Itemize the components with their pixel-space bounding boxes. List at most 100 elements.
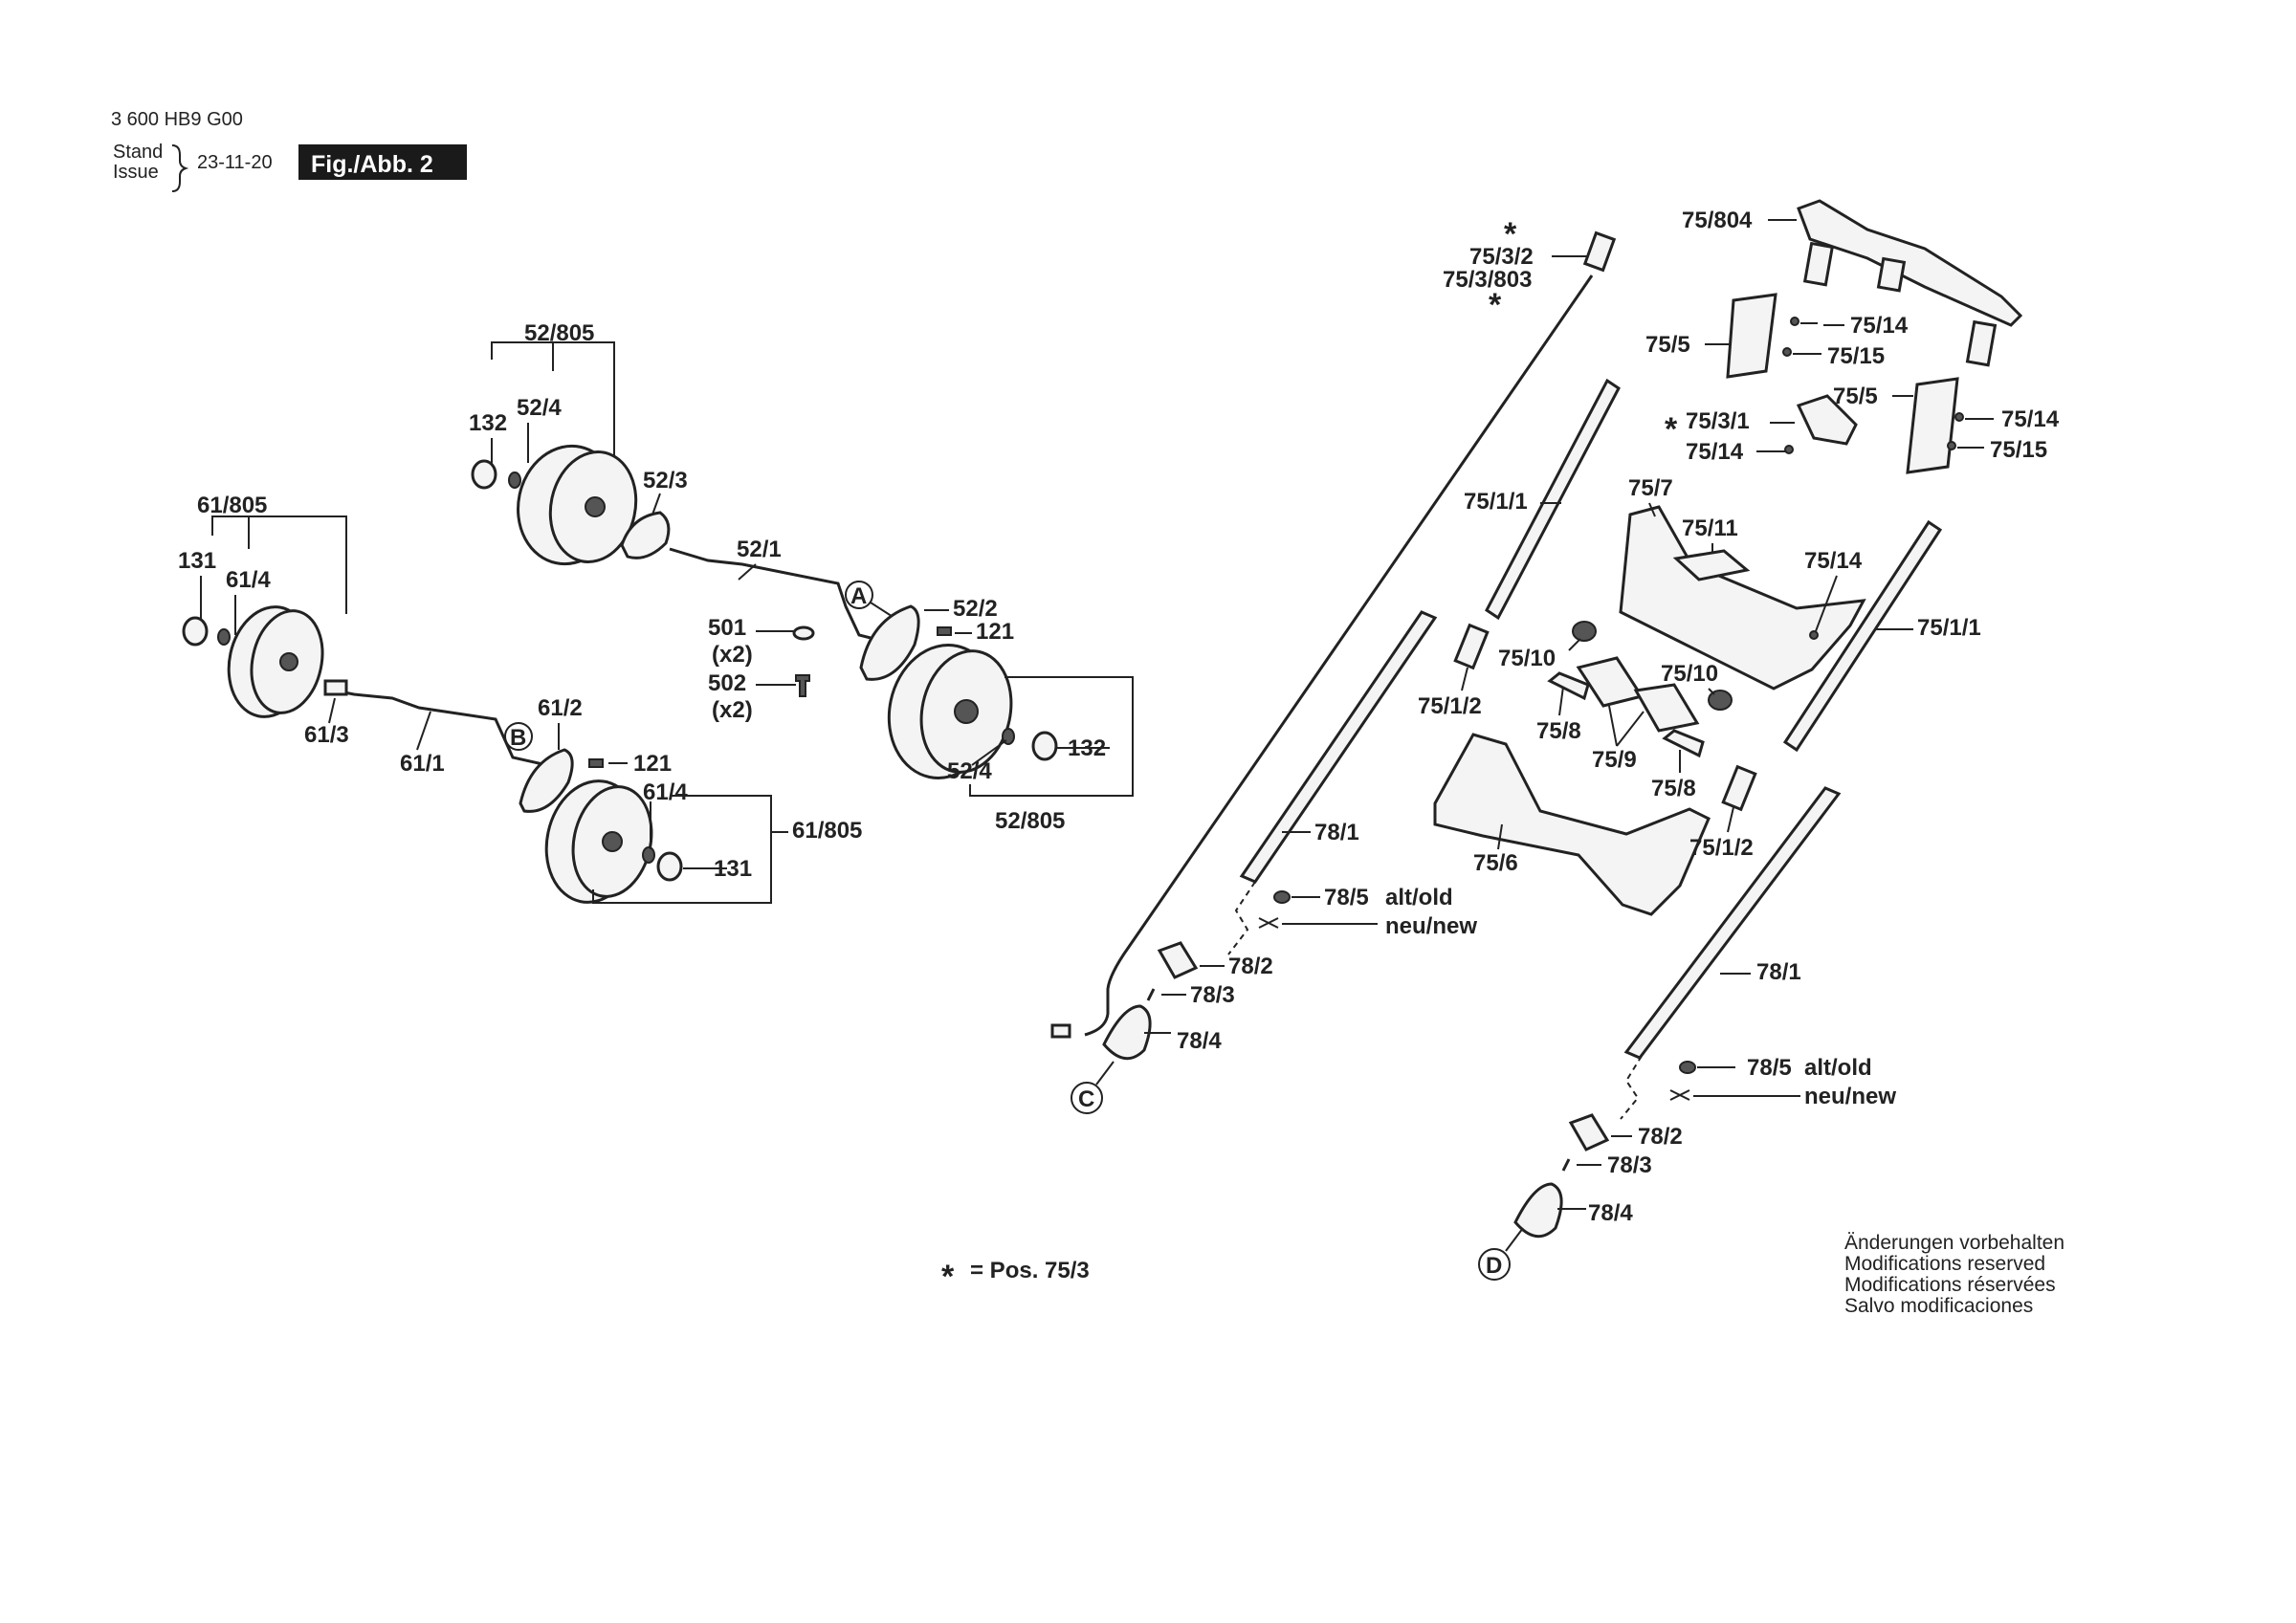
part-label-75-5-right: 75/5	[1833, 384, 1878, 409]
part-label-75-3-803: 75/3/803	[1443, 267, 1532, 293]
leader-line	[1708, 688, 1715, 695]
dashed-line	[1620, 1055, 1643, 1120]
tube-clamp	[1721, 764, 1757, 812]
spring	[1708, 690, 1733, 711]
pin	[1146, 988, 1156, 1001]
leader-line	[1815, 575, 1838, 632]
washer	[642, 846, 655, 864]
end-cap-insert	[1568, 1113, 1610, 1151]
wheel-bracket	[859, 604, 920, 681]
locking-lever	[1633, 683, 1700, 733]
washer	[792, 625, 815, 641]
leader-line	[328, 697, 336, 724]
part-label-502: 502	[708, 670, 746, 696]
leader-line	[1608, 705, 1645, 747]
part-label-75-5-left: 75/5	[1645, 332, 1690, 358]
handle-tube	[1782, 519, 1943, 753]
header-block: 3 600 HB9 G00 Stand Issue 23-11-20 Fig./…	[111, 109, 467, 192]
part-label-75-15-a: 75/15	[1827, 343, 1885, 369]
part-label-132: 132	[469, 410, 507, 436]
part-label-75-9: 75/9	[1592, 747, 1637, 773]
part-label-75-1-1-left: 75/1/1	[1464, 489, 1528, 515]
leader-line	[1727, 806, 1734, 833]
star-marker: *	[1504, 216, 1517, 252]
part-qty-502: (x2)	[712, 697, 753, 723]
modifications-note: Änderungen vorbehalten Modifications res…	[1844, 1232, 2064, 1317]
switch-housing	[1796, 394, 1858, 446]
wheel-hub	[954, 699, 979, 724]
part-label-75-15-b: 75/15	[1990, 437, 2047, 463]
wheel-hub	[279, 652, 298, 671]
end-cap	[1513, 1182, 1563, 1239]
leader-line	[416, 711, 431, 751]
leader-line	[651, 493, 661, 515]
callout-d: D	[1486, 1253, 1502, 1279]
part-label-52-2: 52/2	[953, 596, 998, 622]
star-marker: *	[1489, 287, 1502, 323]
modifications-line-de: Änderungen vorbehalten	[1844, 1232, 2064, 1254]
screw	[1784, 445, 1794, 454]
part-label-52-4: 52/4	[517, 395, 562, 421]
handle-frame	[1619, 505, 1866, 691]
alt-old-label-left: alt/old	[1385, 885, 1453, 910]
handle-tubes: 75/1/1 75/7 75/11 75/14 75/1/1 75/10 75/…	[1102, 378, 1981, 1281]
handle-sleeve	[1726, 293, 1777, 379]
part-label-75-14-c: 75/14	[1686, 439, 1744, 465]
handle-clip	[1802, 241, 1835, 287]
cable-plug	[1582, 230, 1617, 273]
cable-cover	[1672, 549, 1751, 581]
hub-cap	[1031, 731, 1058, 761]
callout-circle-a	[845, 581, 873, 609]
new-screw-icon	[1669, 1089, 1690, 1101]
part-label-501: 501	[708, 615, 746, 641]
part-label-121-a: 121	[976, 619, 1014, 645]
screw	[1954, 412, 1964, 422]
hub-cap	[471, 459, 497, 490]
screw	[1273, 890, 1291, 904]
handle-base-frame	[1433, 733, 1711, 916]
screw	[1790, 317, 1799, 326]
leader-line	[738, 563, 757, 581]
hub-cap	[182, 616, 209, 647]
leader-line	[1095, 1061, 1115, 1086]
screw	[588, 758, 604, 768]
figure-badge	[298, 144, 467, 180]
footnote-text: = Pos. 75/3	[970, 1258, 1090, 1283]
footnote-star: *	[941, 1259, 955, 1295]
leader-line	[971, 739, 1007, 766]
part-label-52-805: 52/805	[524, 320, 594, 346]
neu-new-label-right: neu/new	[1804, 1084, 1896, 1109]
handle-clip	[1965, 319, 1998, 367]
part-label-61-805-right: 61/805	[792, 818, 862, 844]
part-label-75-14-a: 75/14	[1850, 313, 1909, 339]
modifications-line-en: Modifications reserved	[1844, 1253, 2045, 1275]
locking-lever	[1576, 656, 1645, 708]
leader-line	[1497, 823, 1503, 850]
part-label-75-8-right: 75/8	[1651, 776, 1696, 801]
part-label-75-3-1: 75/3/1	[1686, 408, 1750, 434]
part-label-75-1-1-right: 75/1/1	[1917, 615, 1981, 641]
part-label-75-6: 75/6	[1473, 850, 1518, 876]
part-label-52-3: 52/3	[643, 468, 688, 493]
callout-circle-d	[1478, 1248, 1511, 1281]
leader-line	[1461, 667, 1468, 691]
part-label-78-4-left: 78/4	[1177, 1028, 1222, 1054]
cable-assembly: * 75/3/2 75/3/803 * C	[1050, 216, 1617, 1114]
screw	[937, 626, 952, 636]
star-marker: *	[1665, 411, 1678, 448]
screw	[1809, 630, 1819, 640]
part-label-52-4-bottom: 52/4	[947, 758, 992, 784]
handle-upper-assembly: 75/804 75/5 75/14 75/15 75/5 75/14 75/15…	[1645, 199, 2060, 474]
handle-clip	[1876, 256, 1907, 293]
bracket-line	[211, 515, 347, 614]
wheel-bracket	[519, 748, 574, 813]
callout-b: B	[510, 725, 526, 751]
part-label-75-7: 75/7	[1628, 475, 1673, 501]
neu-new-label-left: neu/new	[1385, 913, 1477, 939]
callout-circle-c	[1071, 1082, 1103, 1114]
part-label-78-2-left: 78/2	[1228, 954, 1273, 979]
dashed-line	[1227, 881, 1256, 955]
part-label-52-1: 52/1	[737, 537, 782, 562]
part-label-78-4-right: 78/4	[1588, 1200, 1633, 1226]
part-label-78-1-right: 78/1	[1756, 959, 1801, 985]
